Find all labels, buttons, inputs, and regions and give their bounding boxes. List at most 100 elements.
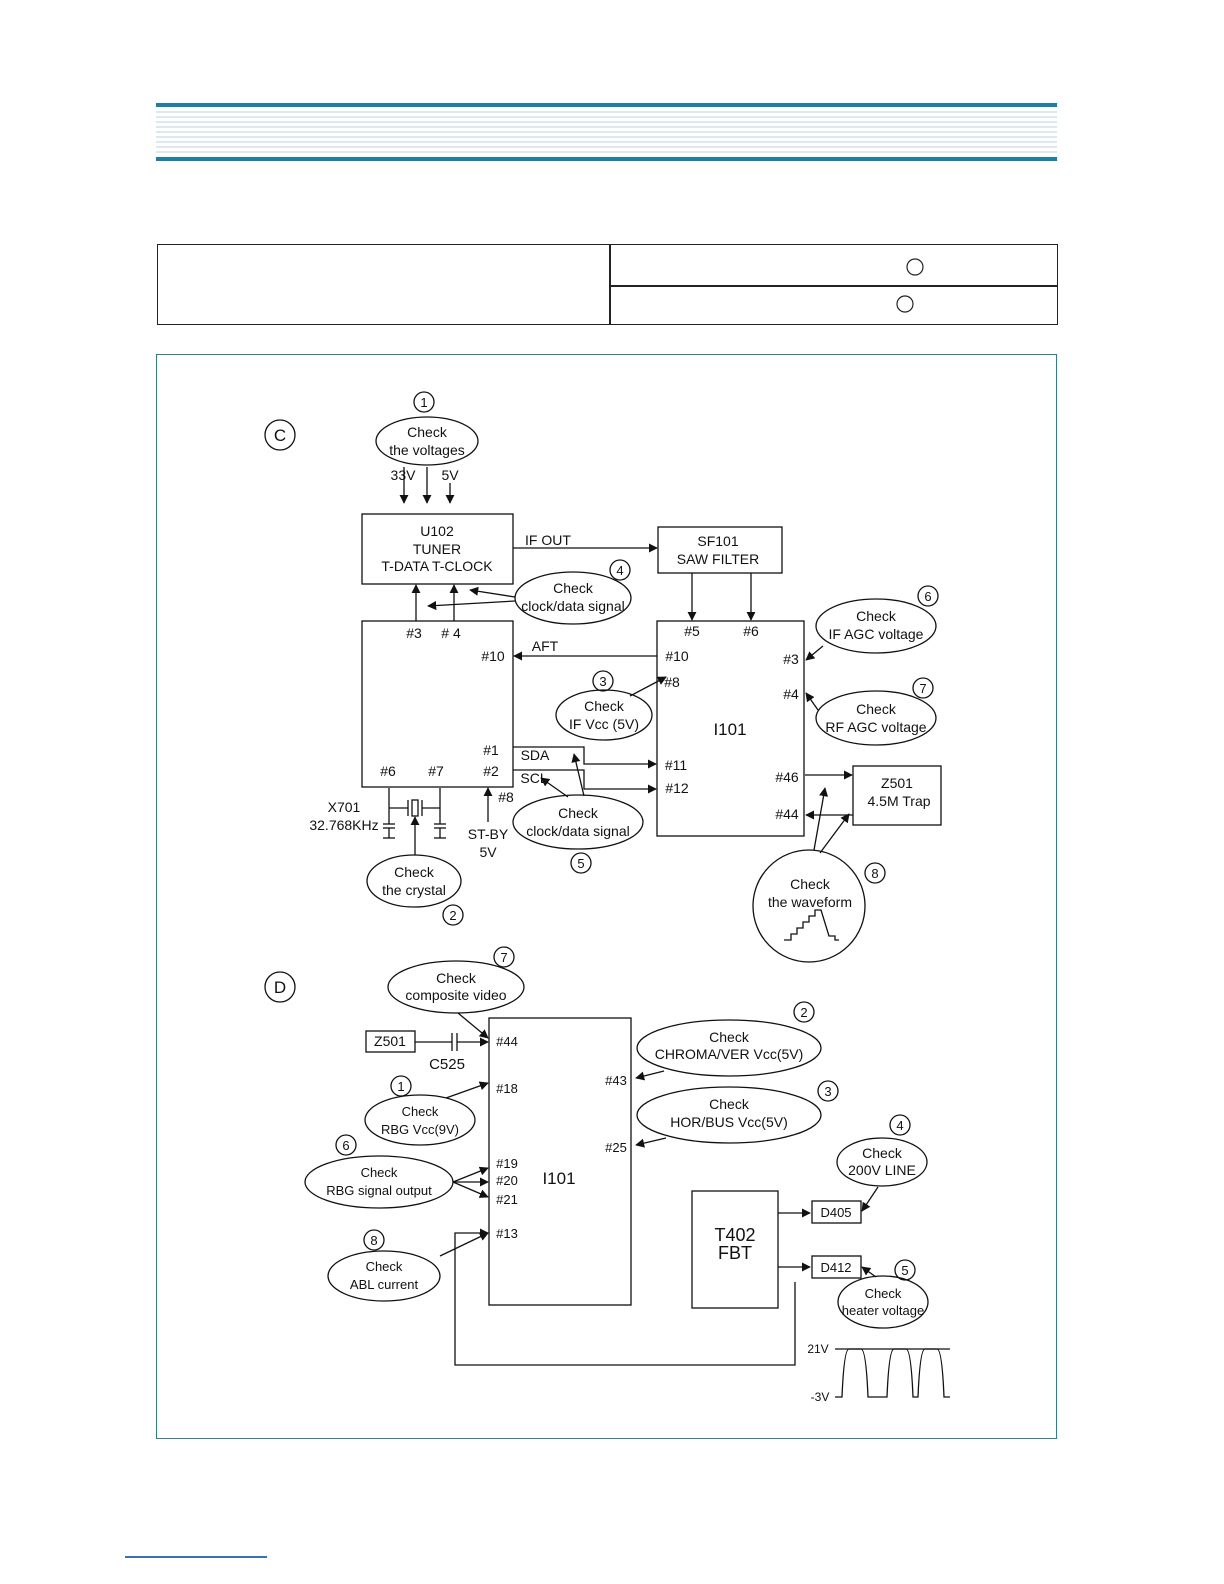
c-check-1-line1: Check — [407, 424, 448, 440]
d-i101-pin-25: #25 — [605, 1140, 627, 1155]
d-i101-pin-21: #21 — [496, 1192, 518, 1207]
d412-box — [811, 1255, 862, 1279]
z501-line2: 4.5M Trap — [867, 793, 930, 809]
c-check-7-ellipse — [815, 690, 937, 746]
header-band — [156, 103, 1057, 161]
micro-box — [361, 620, 514, 788]
c-check-6-line2: IF AGC voltage — [829, 626, 924, 642]
d-check-4-line1: Check — [862, 1145, 903, 1161]
c-check-3-line1: Check — [584, 698, 625, 714]
c-num-1-circle — [413, 391, 435, 413]
c-i101-pin-12: #12 — [665, 780, 689, 796]
d-check-8-line1: Check — [366, 1259, 403, 1274]
signal-aft: AFT — [532, 638, 559, 654]
d-num-5: 5 — [901, 1263, 908, 1278]
c-num-5-circle — [570, 852, 592, 874]
signal-if-out: IF OUT — [525, 532, 571, 548]
c-check-5-line2: clock/data signal — [526, 823, 630, 839]
d-num-7-circle — [493, 946, 515, 968]
c-i101-pin-4: #4 — [783, 686, 799, 702]
c-num-5: 5 — [577, 856, 584, 871]
c-num-4-circle — [609, 559, 631, 581]
table-circles — [896, 258, 924, 313]
d-i101-name: I101 — [542, 1169, 575, 1188]
table-circle-1 — [906, 258, 924, 276]
d-check-7-ellipse — [387, 960, 525, 1014]
d-check-4-ellipse — [836, 1137, 928, 1187]
c-check-7-line2: RF AGC voltage — [825, 719, 926, 735]
d-check-4-line2: 200V LINE — [848, 1162, 916, 1178]
d-i101-pin-44: #44 — [496, 1034, 518, 1049]
d-check-2-ellipse — [636, 1019, 822, 1077]
d-check-8-ellipse — [327, 1250, 441, 1302]
diagram-frame — [156, 354, 1057, 1439]
c-i101-pin-11: #11 — [665, 757, 688, 773]
d-i101-box — [488, 1017, 632, 1306]
crystal-body — [411, 799, 419, 817]
c-num-7: 7 — [919, 681, 926, 696]
c-check-4-line2: clock/data signal — [521, 598, 625, 614]
d-check-3-line2: HOR/BUS Vcc(5V) — [670, 1114, 787, 1130]
tuner-box — [361, 513, 514, 585]
table-divider — [609, 245, 611, 324]
d412-label: D412 — [820, 1260, 851, 1275]
c-i101-pin-44: #44 — [775, 806, 799, 822]
wave-high-label: 21V — [807, 1342, 828, 1356]
d-check-2-line1: Check — [709, 1029, 750, 1045]
d405-box — [811, 1200, 862, 1224]
micro-pin-8: #8 — [498, 789, 514, 805]
d-num-4: 4 — [896, 1118, 903, 1133]
section-c-label: C — [274, 426, 286, 445]
c-i101-pin-5: #5 — [684, 623, 700, 639]
d-num-8: 8 — [370, 1233, 377, 1248]
c-check-6-ellipse — [815, 598, 937, 654]
c-num-8-circle — [864, 862, 886, 884]
d-i101-pin-13: #13 — [496, 1226, 518, 1241]
micro-pin-10: #10 — [481, 648, 505, 664]
saw-line2: SAW FILTER — [677, 551, 759, 567]
stby-line2: 5V — [479, 844, 497, 860]
tuner-line1: U102 — [420, 523, 454, 539]
d-num-4-circle — [889, 1114, 911, 1136]
d-check-2-line2: CHROMA/VER Vcc(5V) — [655, 1046, 804, 1062]
c-check-8-line2: the waveform — [768, 894, 852, 910]
c-check-2-line1: Check — [394, 864, 435, 880]
d-check-5-line2: heater voltage — [842, 1303, 924, 1318]
table-row-divider — [609, 285, 1057, 287]
d-check-6-line2: RBG signal output — [326, 1183, 432, 1198]
c-check-7-line1: Check — [856, 701, 897, 717]
c-check-2-ellipse — [366, 854, 462, 908]
saw-line1: SF101 — [697, 533, 738, 549]
d-z501-label: Z501 — [374, 1033, 406, 1049]
saw-filter-box — [657, 526, 783, 574]
section-c-circle — [264, 419, 296, 451]
micro-pin-7: #7 — [428, 763, 444, 779]
d-i101-pin-43: #43 — [605, 1073, 627, 1088]
d-num-2-circle — [793, 1001, 815, 1023]
c-check-3-ellipse — [555, 689, 653, 741]
c-check-5-ellipse — [512, 794, 644, 850]
c-num-6-circle — [917, 585, 939, 607]
c-num-3: 3 — [599, 674, 606, 689]
signal-5v: 5V — [441, 467, 459, 483]
info-table — [157, 244, 1058, 325]
d-check-6-line1: Check — [361, 1165, 398, 1180]
c-check-1-line2: the voltages — [389, 442, 465, 458]
c-i101-pin-3: #3 — [783, 651, 799, 667]
c-i101-pin-8: #8 — [664, 674, 680, 690]
c-num-8: 8 — [871, 866, 878, 881]
d-num-3: 3 — [824, 1084, 831, 1099]
crystal-freq: 32.768KHz — [309, 817, 378, 833]
c-check-4-ellipse — [514, 571, 632, 625]
table-circle-2 — [896, 295, 914, 313]
c-waveform-sketch — [784, 909, 839, 941]
d-check-1-line2: RBG Vcc(9V) — [381, 1122, 459, 1137]
fbt-box — [691, 1190, 779, 1309]
micro-pin-4: # 4 — [441, 625, 461, 641]
footer-rule — [125, 1556, 267, 1558]
c-num-4: 4 — [616, 563, 623, 578]
micro-pin-3: #3 — [406, 625, 422, 641]
heater-waveform — [835, 1348, 950, 1398]
z501-trap-box — [852, 765, 942, 826]
